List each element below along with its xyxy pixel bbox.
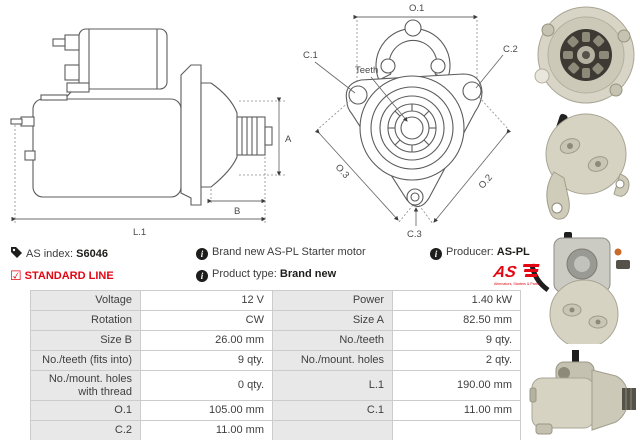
spec-label: Rotation: [30, 310, 141, 331]
spec-label: Size A: [272, 310, 393, 331]
spec-value: 0 qty.: [140, 369, 273, 402]
standard-line-badge: ☑STANDARD LINE: [10, 268, 114, 284]
product-photos: [528, 0, 640, 440]
checkbox-icon: ☑: [10, 268, 22, 283]
dim-label-o1: O.1: [409, 3, 424, 14]
spec-label: O.1: [30, 400, 141, 422]
spec-label: L.1: [272, 369, 393, 402]
info-icon: i: [430, 248, 442, 260]
spec-value: 12 V: [140, 290, 273, 311]
spec-label: C.2: [30, 420, 141, 440]
dim-label-teeth: Teeth: [355, 65, 378, 76]
spec-value: 26.00 mm: [140, 330, 273, 351]
producer-value: AS-PL: [496, 246, 530, 258]
spec-value: 9 qty.: [392, 330, 521, 351]
asple-logo-icon: AS Alternators, Starters & Parts: [491, 263, 540, 286]
svg-text:AS: AS: [491, 263, 518, 281]
spec-value: 82.50 mm: [392, 310, 521, 331]
spec-label: No./teeth: [272, 330, 393, 351]
product-type-label: Product type:: [212, 268, 277, 280]
table-row: No./mount. holes with thread 0 qty. L.1 …: [30, 369, 521, 402]
spec-table: Voltage 12 V Power 1.40 kW Rotation CW S…: [30, 290, 521, 440]
as-index-value: S6046: [76, 248, 108, 260]
description-text: Brand new AS-PL Starter motor: [212, 246, 366, 258]
table-row: Size B 26.00 mm No./teeth 9 qty.: [30, 330, 521, 351]
spec-value: 11.00 mm: [392, 400, 521, 422]
table-row: No./teeth (fits into) 9 qty. No./mount. …: [30, 350, 521, 371]
spec-label: [272, 420, 393, 440]
spec-label: Voltage: [30, 290, 141, 311]
spec-value: [392, 420, 521, 440]
svg-text:Alternators, Starters & Parts: Alternators, Starters & Parts: [494, 282, 539, 286]
dim-label-o2: O.2: [477, 172, 495, 191]
asple-logo: AS Alternators, Starters & Parts: [486, 262, 542, 291]
photo-side-view[interactable]: [528, 348, 640, 440]
spec-label: No./mount. holes with thread: [30, 369, 141, 402]
product-type: i Product type: Brand new: [196, 268, 336, 282]
spec-label: No./mount. holes: [272, 350, 393, 371]
producer-label: Producer:: [446, 246, 494, 258]
table-row: O.1 105.00 mm C.1 11.00 mm: [30, 400, 521, 422]
spec-value: CW: [140, 310, 273, 331]
standard-line-label: STANDARD LINE: [24, 270, 114, 282]
front-view-drawing: O.1: [295, 0, 545, 240]
dim-label-b: B: [234, 206, 240, 217]
product-type-value: Brand new: [279, 268, 337, 280]
dim-label-c2: C.2: [503, 44, 518, 55]
spec-label: C.1: [272, 400, 393, 422]
table-row: Rotation CW Size A 82.50 mm: [30, 310, 521, 331]
photo-front-view[interactable]: [528, 2, 640, 115]
dim-label-c3: C.3: [407, 229, 422, 240]
as-index-label: AS index:: [26, 248, 74, 260]
photo-top-view[interactable]: [528, 230, 640, 349]
spec-value: 9 qty.: [140, 350, 273, 371]
info-icon: i: [196, 270, 208, 282]
table-row: Voltage 12 V Power 1.40 kW: [30, 290, 521, 311]
dim-label-a: A: [285, 134, 292, 145]
photo-rear-view[interactable]: [528, 112, 640, 233]
info-icon: i: [196, 248, 208, 260]
table-row: C.2 11.00 mm: [30, 420, 521, 440]
dim-label-l1: L.1: [133, 227, 146, 238]
as-index: AS index: S6046: [10, 246, 108, 260]
spec-label: No./teeth (fits into): [30, 350, 141, 371]
tag-icon: [11, 247, 22, 258]
spec-value: 1.40 kW: [392, 290, 521, 311]
side-view-drawing: A B L.1: [5, 5, 295, 243]
spec-value: 2 qty.: [392, 350, 521, 371]
product-description: i Brand new AS-PL Starter motor: [196, 246, 366, 260]
spec-value: 190.00 mm: [392, 369, 521, 402]
spec-label: Power: [272, 290, 393, 311]
spec-value: 105.00 mm: [140, 400, 273, 422]
spec-value: 11.00 mm: [140, 420, 273, 440]
dim-label-c1: C.1: [303, 50, 318, 61]
spec-label: Size B: [30, 330, 141, 351]
producer: i Producer: AS-PL: [430, 246, 530, 260]
